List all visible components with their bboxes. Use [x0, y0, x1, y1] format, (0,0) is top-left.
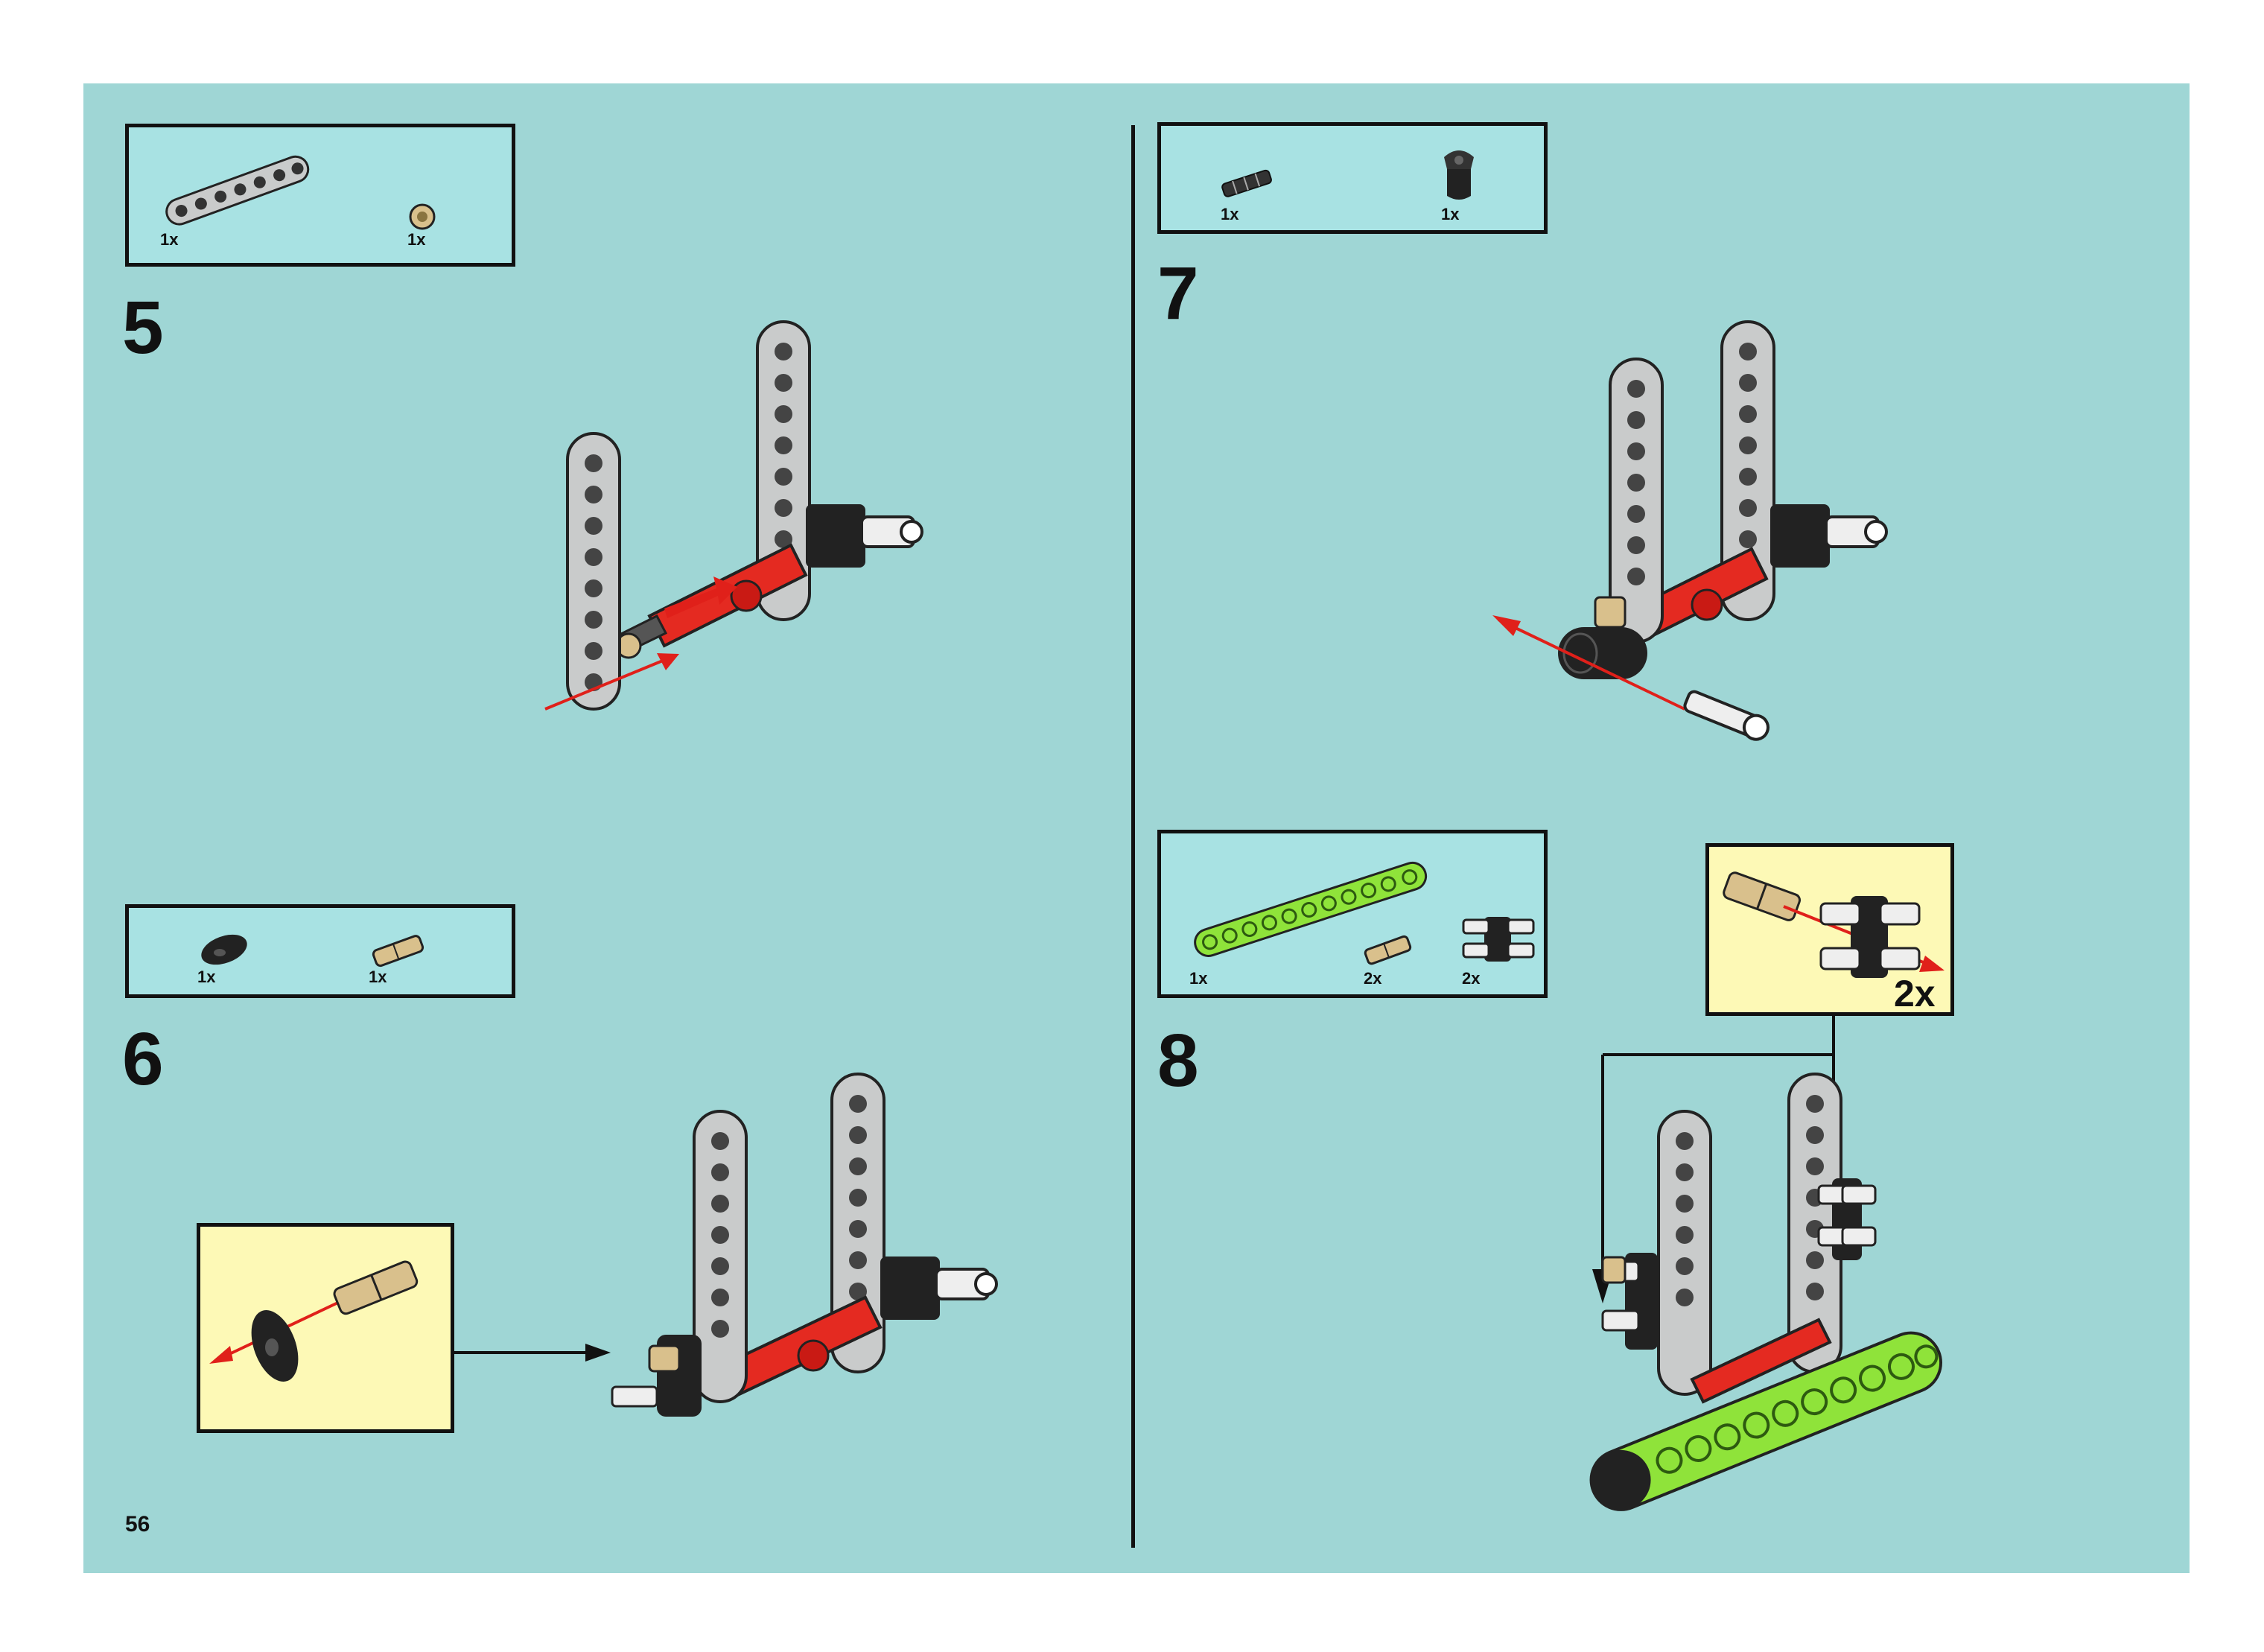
- page-number: 56: [125, 1512, 150, 1537]
- callout-pointer-arrow: [454, 1344, 611, 1362]
- step-6-parts-box: 1x 1x: [125, 904, 515, 998]
- tan-axle-pin-icon: [1364, 935, 1412, 965]
- instruction-page: 1x 1x 5 1x: [83, 83, 2190, 1573]
- part-qty: 1x: [369, 968, 387, 986]
- step-number: 7: [1157, 252, 1199, 335]
- tan-axle-pin-icon: [372, 935, 424, 968]
- gray-beam-7-icon: [165, 155, 310, 226]
- black-pin-icon: [1221, 169, 1272, 197]
- step-number: 5: [122, 286, 164, 369]
- step-5-parts-box: 1x 1x: [125, 124, 515, 267]
- part-qty: 1x: [1221, 205, 1239, 223]
- step-7-parts-box: 1x 1x: [1157, 122, 1548, 234]
- part-qty: 1x: [197, 968, 216, 986]
- step-8-callout: 2x: [1705, 843, 1954, 1016]
- step-number: 6: [122, 1017, 164, 1101]
- step-8-parts-box: 1x 2x 2x: [1157, 830, 1548, 998]
- cross-block-assembly-icon: [1723, 871, 1945, 978]
- tan-bush-icon: [409, 203, 436, 230]
- black-cross-block-icon: [1462, 917, 1535, 962]
- step-6-callout: [197, 1223, 454, 1433]
- step-8-assembly: [1589, 1073, 1942, 1511]
- part-qty: 2x: [1364, 969, 1382, 988]
- black-angle-connector-icon: [1444, 150, 1474, 200]
- step-7-assembly: [1492, 320, 1888, 741]
- column-divider: [1131, 125, 1135, 1548]
- connector-assembly-icon: [209, 1260, 419, 1382]
- part-qty: 1x: [1441, 205, 1460, 223]
- part-qty: 1x: [160, 230, 179, 249]
- part-qty: 2x: [1462, 969, 1481, 988]
- lime-beam-11-icon: [1194, 861, 1428, 957]
- callout-qty: 2x: [1894, 973, 1936, 1014]
- black-connector-icon: [201, 934, 247, 965]
- step-6-assembly: [611, 1073, 998, 1417]
- step-number: 8: [1157, 1019, 1199, 1102]
- part-qty: 1x: [407, 230, 426, 249]
- step-5-assembly: [544, 320, 923, 711]
- part-qty: 1x: [1189, 969, 1208, 988]
